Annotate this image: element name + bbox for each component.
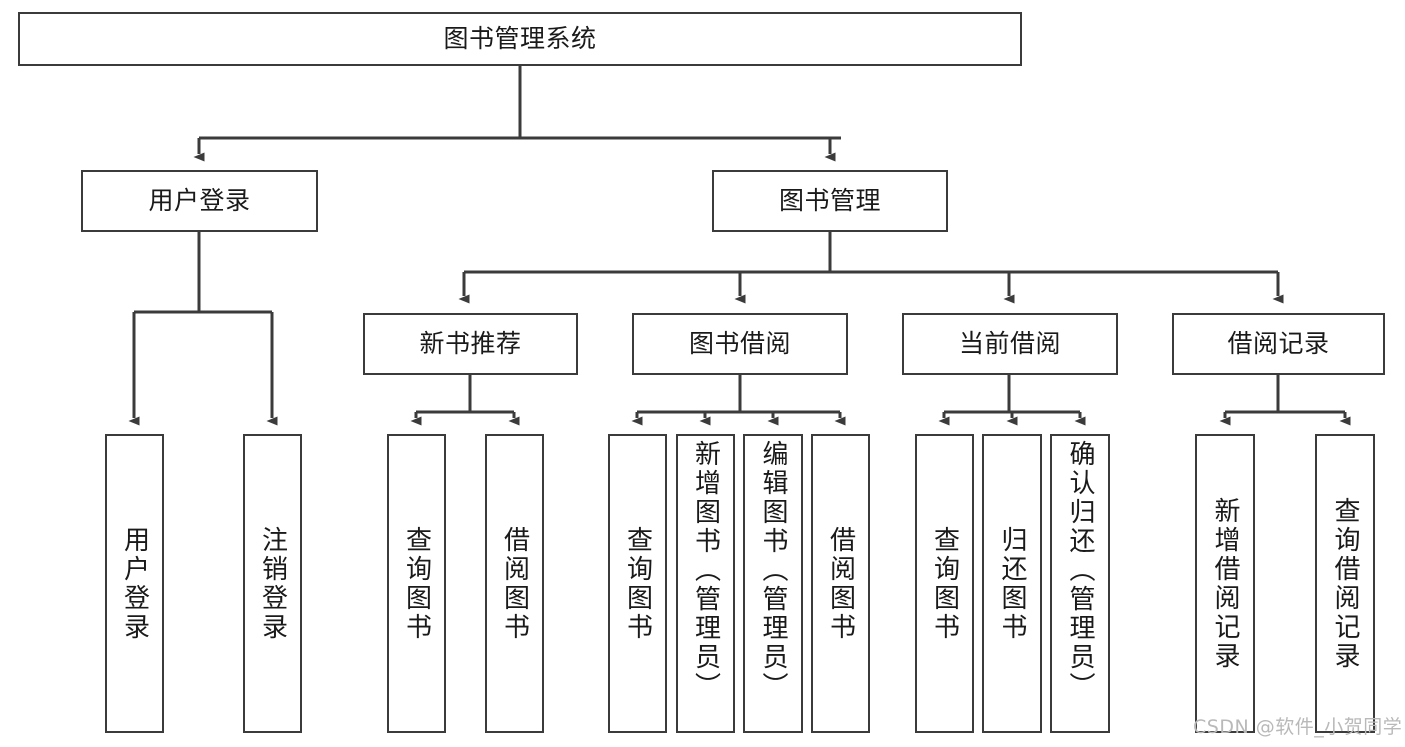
- node-leaf-add-borrow-record[interactable]: 新增借阅记录: [1195, 434, 1255, 733]
- node-leaf-edit-book-admin-label: 编辑图书（管理员）: [758, 440, 788, 701]
- node-leaf-user-logout[interactable]: 注销登录: [243, 434, 302, 733]
- node-leaf-edit-book-admin[interactable]: 编辑图书（管理员）: [743, 434, 803, 733]
- node-leaf-user-login[interactable]: 用户登录: [105, 434, 164, 733]
- node-leaf-borrow-book-rec[interactable]: 借阅图书: [485, 434, 544, 733]
- node-book-management-label: 图书管理: [778, 185, 881, 215]
- node-leaf-user-logout-label: 注销登录: [257, 525, 288, 642]
- node-current-borrow[interactable]: 当前借阅: [902, 313, 1118, 375]
- node-leaf-query-book-rec[interactable]: 查询图书: [387, 434, 446, 733]
- node-borrow-record[interactable]: 借阅记录: [1172, 313, 1385, 375]
- node-leaf-borrow-book-label: 借阅图书: [825, 525, 856, 642]
- node-book-management[interactable]: 图书管理: [712, 170, 948, 232]
- node-leaf-add-borrow-record-label: 新增借阅记录: [1210, 496, 1240, 671]
- node-new-book-recommend-label: 新书推荐: [419, 328, 522, 358]
- node-root[interactable]: 图书管理系统: [18, 12, 1022, 66]
- csdn-watermark: CSDN @软件_小贺同学: [1193, 716, 1403, 738]
- node-user-login[interactable]: 用户登录: [81, 170, 318, 232]
- node-borrow-record-label: 借阅记录: [1227, 328, 1330, 358]
- node-user-login-label: 用户登录: [148, 185, 251, 215]
- node-leaf-user-login-label: 用户登录: [119, 525, 150, 642]
- node-leaf-query-borrow-record-label: 查询借阅记录: [1330, 496, 1360, 671]
- node-leaf-query-book-current[interactable]: 查询图书: [915, 434, 974, 733]
- node-current-borrow-label: 当前借阅: [958, 328, 1061, 358]
- node-leaf-query-book-borrow[interactable]: 查询图书: [608, 434, 667, 733]
- node-leaf-confirm-return-admin[interactable]: 确认归还（管理员）: [1050, 434, 1110, 733]
- node-leaf-borrow-book[interactable]: 借阅图书: [811, 434, 870, 733]
- node-leaf-query-borrow-record[interactable]: 查询借阅记录: [1315, 434, 1375, 733]
- node-leaf-query-book-rec-label: 查询图书: [401, 525, 432, 642]
- node-book-borrow-label: 图书借阅: [688, 328, 791, 358]
- node-leaf-query-book-borrow-label: 查询图书: [622, 525, 653, 642]
- node-leaf-borrow-book-rec-label: 借阅图书: [499, 525, 530, 642]
- node-leaf-add-book-admin[interactable]: 新增图书（管理员）: [676, 434, 735, 733]
- node-root-label: 图书管理系统: [443, 23, 597, 53]
- node-leaf-confirm-return-admin-label: 确认归还（管理员）: [1065, 440, 1095, 701]
- node-new-book-recommend[interactable]: 新书推荐: [363, 313, 578, 375]
- node-leaf-return-book-label: 归还图书: [997, 525, 1027, 642]
- node-book-borrow[interactable]: 图书借阅: [632, 313, 848, 375]
- node-leaf-query-book-current-label: 查询图书: [929, 525, 960, 642]
- node-leaf-return-book[interactable]: 归还图书: [982, 434, 1042, 733]
- node-leaf-add-book-admin-label: 新增图书（管理员）: [690, 440, 721, 701]
